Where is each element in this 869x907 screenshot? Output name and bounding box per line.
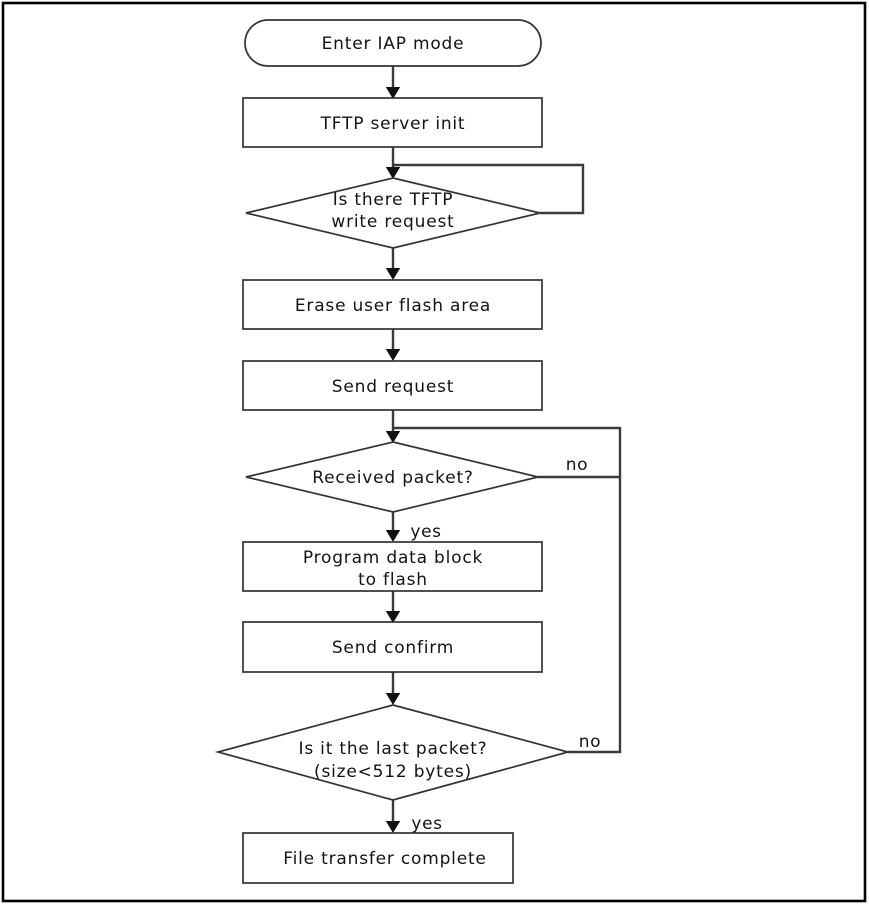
node-last-packet-label-line1: Is it the last packet? (299, 739, 488, 759)
node-write-request-label-line2: write request (331, 212, 454, 232)
node-send-request-shape (242, 360, 543, 411)
arrowhead-into-send-confirm (385, 611, 401, 623)
node-program-block: Program data block to flash (242, 541, 543, 592)
node-write-request-shape (245, 177, 541, 249)
arrowhead-into-send-request (385, 349, 401, 361)
node-send-request: Send request (242, 360, 543, 411)
node-program-block-label-line1: Program data block (303, 548, 483, 568)
node-tftp-init-label: TFTP server init (320, 114, 466, 134)
node-received-packet-shape (245, 441, 539, 513)
arrowhead-into-program-block (385, 530, 401, 542)
node-tftp-init: TFTP server init (242, 97, 543, 148)
arrowhead-into-received-packet (385, 431, 401, 443)
arrowhead-into-last-packet (385, 693, 401, 705)
node-send-confirm-shape (242, 621, 543, 673)
node-received-packet-label: Received packet? (312, 468, 474, 488)
node-received-packet: Received packet? (245, 441, 539, 513)
arrowhead-into-transfer-complete (385, 821, 401, 833)
edge-label-received-packet-no: no (566, 455, 588, 475)
node-write-request-label-line1: Is there TFTP (333, 190, 454, 210)
node-transfer-complete-shape (242, 832, 514, 884)
node-erase-flash: Erase user flash area (242, 279, 543, 330)
node-last-packet-shape (214, 704, 572, 801)
node-start-label: Enter IAP mode (322, 34, 465, 54)
node-last-packet-label-line2: (size<512 bytes) (314, 762, 472, 782)
arrowhead-into-write-request (385, 167, 401, 179)
node-last-packet: Is it the last packet? (size<512 bytes) (214, 704, 572, 801)
connectors (385, 66, 622, 833)
node-program-block-shape (242, 541, 543, 592)
arrowhead-into-tftp-init (385, 87, 401, 99)
node-erase-flash-shape (242, 279, 543, 330)
node-write-request: Is there TFTP write request (245, 177, 541, 249)
node-tftp-init-shape (242, 97, 543, 148)
node-send-request-label: Send request (332, 377, 454, 397)
node-transfer-complete: File transfer complete (242, 832, 514, 884)
node-erase-flash-label: Erase user flash area (295, 296, 491, 316)
node-start-shape (244, 19, 542, 67)
edge-label-last-packet-no: no (579, 732, 601, 752)
node-transfer-complete-label: File transfer complete (283, 849, 486, 869)
node-program-block-label-line2: to flash (358, 570, 428, 590)
edge-label-last-packet-yes: yes (411, 814, 442, 834)
edge-last-packet-no-loop (394, 426, 622, 754)
node-send-confirm-label: Send confirm (332, 638, 454, 658)
edge-label-received-packet-yes: yes (410, 522, 441, 542)
node-send-confirm: Send confirm (242, 621, 543, 673)
edge-write-request-retry-loop (394, 163, 585, 215)
node-start: Enter IAP mode (244, 19, 542, 67)
arrowhead-into-erase (385, 268, 401, 280)
